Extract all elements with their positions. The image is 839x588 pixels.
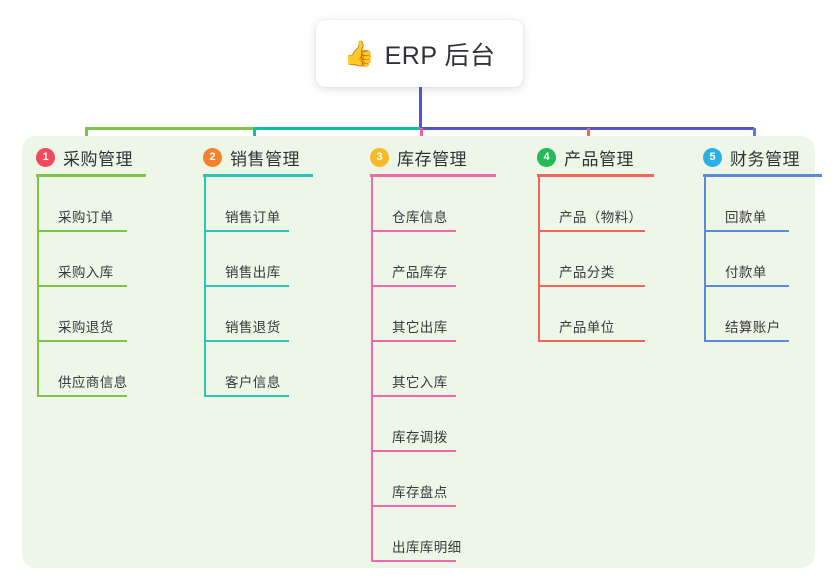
branch-number-badge: 3 [370,147,389,167]
branch-leaf-rule [37,285,127,287]
branch-leaf-label: 销售出库 [225,265,281,280]
branch-leaf-label: 其它入库 [392,375,448,390]
branch-leaf-rule [204,230,289,232]
branch-header-rule [370,174,496,177]
branch-leaf-label: 供应商信息 [58,375,128,390]
branch-leaf-label: 采购入库 [58,265,114,280]
branch-leaf-rule [371,230,456,232]
branch-header-5[interactable]: 5 财务管理 [703,144,800,170]
branch-number-badge: 5 [703,147,722,167]
branch-leaf-rule [37,230,127,232]
branch-leaf-rule [371,395,456,397]
branch-number-badge: 4 [537,147,556,167]
branch-leaf-label: 客户信息 [225,375,281,390]
branch-leaf-rule [704,230,789,232]
thumbs-up-icon: 👍 [343,39,375,68]
branch-title: 采购管理 [63,149,133,169]
branch-spine [538,174,540,340]
branch-leaf-label: 销售退货 [225,320,281,335]
root-node-card[interactable]: 👍 ERP 后台 [316,20,523,87]
branch-spine [204,174,206,395]
branch-header-4[interactable]: 4 产品管理 [537,144,634,170]
branch-header-3[interactable]: 3 库存管理 [370,144,467,170]
branch-leaf-label: 产品分类 [559,265,615,280]
branch-leaf-label: 采购退货 [58,320,114,335]
branch-leaf-label: 销售订单 [225,210,281,225]
branch-leaf-rule [371,505,456,507]
branch-leaf-rule [37,395,127,397]
branch-leaf-rule [204,395,289,397]
branch-leaf-rule [204,285,289,287]
branch-number-badge: 2 [203,147,222,167]
branch-leaf-label: 库存盘点 [392,485,448,500]
branch-title: 财务管理 [730,149,800,169]
branch-leaf-rule [371,340,456,342]
branch-leaf-rule [704,340,789,342]
branch-number-badge: 1 [36,147,55,167]
branch-leaf-label: 回款单 [725,210,767,225]
branch-leaf-label: 产品（物料） [559,210,643,225]
branch-title: 库存管理 [397,149,467,169]
branch-leaf-rule [371,450,456,452]
connector-segment-2 [253,127,421,130]
branch-title: 产品管理 [564,149,634,169]
root-node-title: ERP 后台 [384,41,496,70]
branch-header-2[interactable]: 2 销售管理 [203,144,300,170]
branch-leaf-label: 出库库明细 [392,540,462,555]
branch-leaf-rule [538,230,645,232]
modules-panel: 1 采购管理采购订单采购入库采购退货供应商信息 2 销售管理销售订单销售出库销售退货… [22,136,822,568]
branch-spine [704,174,706,340]
branch-leaf-rule [37,340,127,342]
branch-leaf-rule [538,340,645,342]
branch-leaf-rule [204,340,289,342]
branch-leaf-label: 产品单位 [559,320,615,335]
branch-spine [37,174,39,395]
branch-header-rule [703,174,822,177]
branch-leaf-label: 产品库存 [392,265,448,280]
branch-header-1[interactable]: 1 采购管理 [36,144,133,170]
branch-spine [371,174,373,560]
branch-leaf-rule [371,560,456,562]
branch-leaf-rule [371,285,456,287]
branch-leaf-label: 付款单 [725,265,767,280]
connector-segment-1 [85,127,254,130]
branch-leaf-rule [704,285,789,287]
branch-leaf-label: 仓库信息 [392,210,448,225]
root-trunk-connector [419,87,422,129]
branch-title: 销售管理 [230,149,300,169]
branch-header-rule [537,174,654,177]
branch-header-rule [203,174,313,177]
branch-leaf-label: 库存调拨 [392,430,448,445]
branch-leaf-label: 采购订单 [58,210,114,225]
branch-leaf-label: 结算账户 [725,320,781,335]
branch-header-rule [36,174,146,177]
branch-leaf-rule [538,285,645,287]
branch-leaf-label: 其它出库 [392,320,448,335]
